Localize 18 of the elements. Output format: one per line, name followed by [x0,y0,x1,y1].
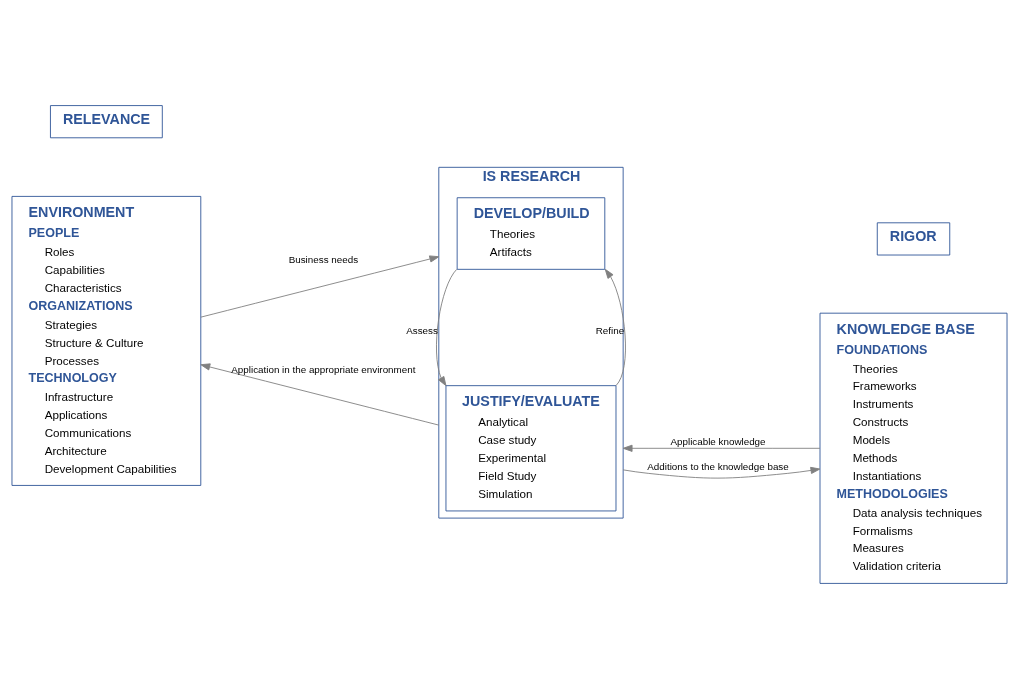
node-box: DEVELOP/BUILD Theories Artifacts [456,196,606,270]
arrow [200,362,440,426]
edge-label: Application in the appropriate environment [231,363,416,375]
arrow [200,254,440,318]
node-box: KNOWLEDGE BASE FOUNDATIONS Theories Frameworks Instruments Constructs Models Methods Instantiations METHODOLOGIES Data analysis techniques Formalisms Measures Validation criteria [819,312,1008,584]
edge-label: Additions to the knowledge base [647,460,789,472]
edge-label: Refine [595,324,625,336]
edge-label: Applicable knowledge [670,435,766,447]
arrow [436,268,458,386]
node-box: RELEVANCE [50,104,163,138]
node-box: ENVIRONMENT PEOPLE Roles Capabilities Characteristics ORGANIZATIONS Strategies Structure & Culture Processes TECHNOLOGY Infrastructure Applications Communications Architecture Development Capabilities [11,195,202,486]
arrow [604,268,626,386]
node-box: RIGOR [876,221,951,255]
node-box: JUSTIFY/EVALUATE Analytical Case study Experimental Field Study Simulation [445,384,617,511]
edge-label: Assess [406,324,438,336]
edge-label: Business needs [288,253,359,265]
arrow [622,444,821,452]
arrow [622,466,821,479]
